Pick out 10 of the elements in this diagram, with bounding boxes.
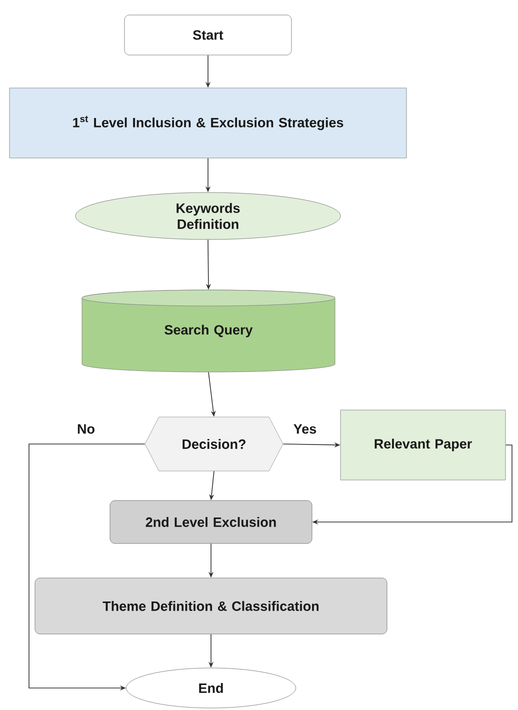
process-box: Theme Definition & Classification <box>34 578 388 634</box>
process-box: 2nd Level Exclusion <box>110 500 312 544</box>
process-box: Relevant Paper <box>340 410 506 480</box>
start-terminator: Start <box>124 14 292 56</box>
decision-hexagon: Decision? <box>144 416 284 472</box>
end-terminator: End <box>126 668 296 708</box>
edge-label: No <box>76 423 96 435</box>
database-cylinder: Search Query <box>82 290 336 372</box>
process-box: 1$^{st}$ Level Inclusion & Exclusion Strategies <box>9 88 407 158</box>
edge-label: Yes <box>292 423 318 435</box>
